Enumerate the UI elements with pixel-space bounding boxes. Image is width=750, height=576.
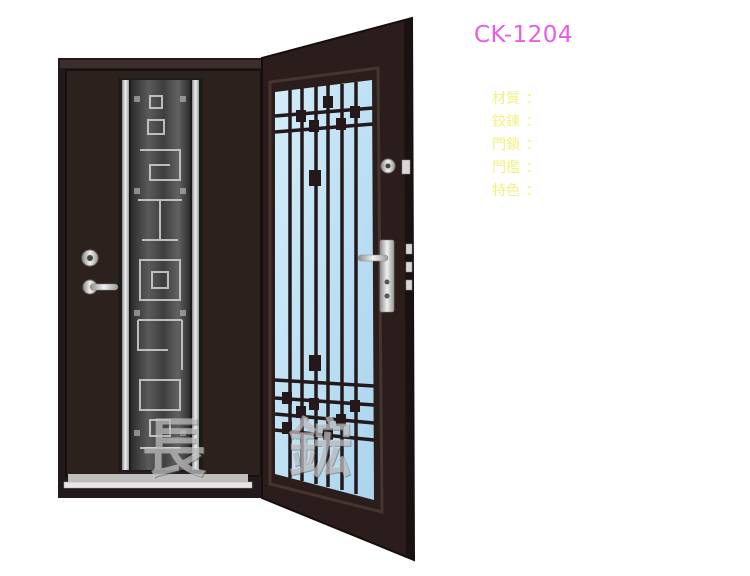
spec-label: 鉸鍊 (492, 114, 520, 130)
carved-pattern (137, 95, 183, 449)
grille-squares (282, 96, 360, 440)
front-door-leaf (65, 69, 262, 477)
spec-row-hinge: 鉸鍊： (492, 114, 540, 130)
spec-label: 門鎖 (492, 137, 520, 153)
spec-label: 材質 (492, 91, 520, 107)
spec-label: 門檻 (492, 160, 520, 176)
spec-label: 特色 (492, 183, 520, 199)
front-lever-handle-icon[interactable] (82, 279, 119, 295)
steel-strip-right (192, 80, 199, 470)
spec-row-lock: 門鎖： (492, 137, 540, 153)
open-door-leaf (261, 16, 416, 562)
model-number: CK-1204 (474, 22, 574, 48)
threshold (63, 474, 253, 489)
rear-lever-handle-icon[interactable] (357, 239, 395, 313)
spec-list: 材質： 鉸鍊： 門鎖： 門檻： 特色： (492, 88, 540, 203)
spec-row-feature: 特色： (492, 183, 540, 199)
brand-watermark: 長 鋐 (142, 412, 383, 487)
steel-strip-left (122, 80, 129, 470)
spec-row-threshold: 門檻： (492, 160, 540, 176)
multi-point-latch-icon (405, 243, 413, 291)
rear-deadbolt-icon[interactable] (380, 158, 411, 175)
glass-window (274, 80, 375, 500)
spec-row-material: 材質： (492, 91, 540, 107)
